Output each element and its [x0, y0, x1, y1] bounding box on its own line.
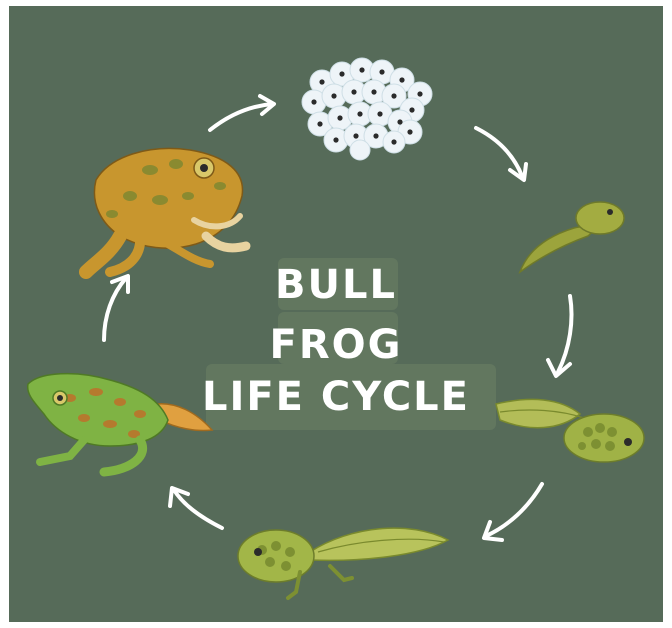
- title-line-2: FROG: [0, 322, 672, 368]
- arrow-legs-to-froglet: [170, 488, 222, 528]
- arrow-tadpole-to-legs: [484, 484, 542, 540]
- title-line-3: LIFE CYCLE: [0, 374, 672, 420]
- title-line-1: BULL: [0, 262, 672, 308]
- eggs-cluster: [302, 58, 432, 160]
- tadpole-with-legs: [238, 528, 448, 598]
- arrow-eggs-to-hatchling: [476, 128, 526, 180]
- adult-bullfrog: [86, 148, 246, 272]
- arrow-adult-to-eggs: [210, 96, 274, 130]
